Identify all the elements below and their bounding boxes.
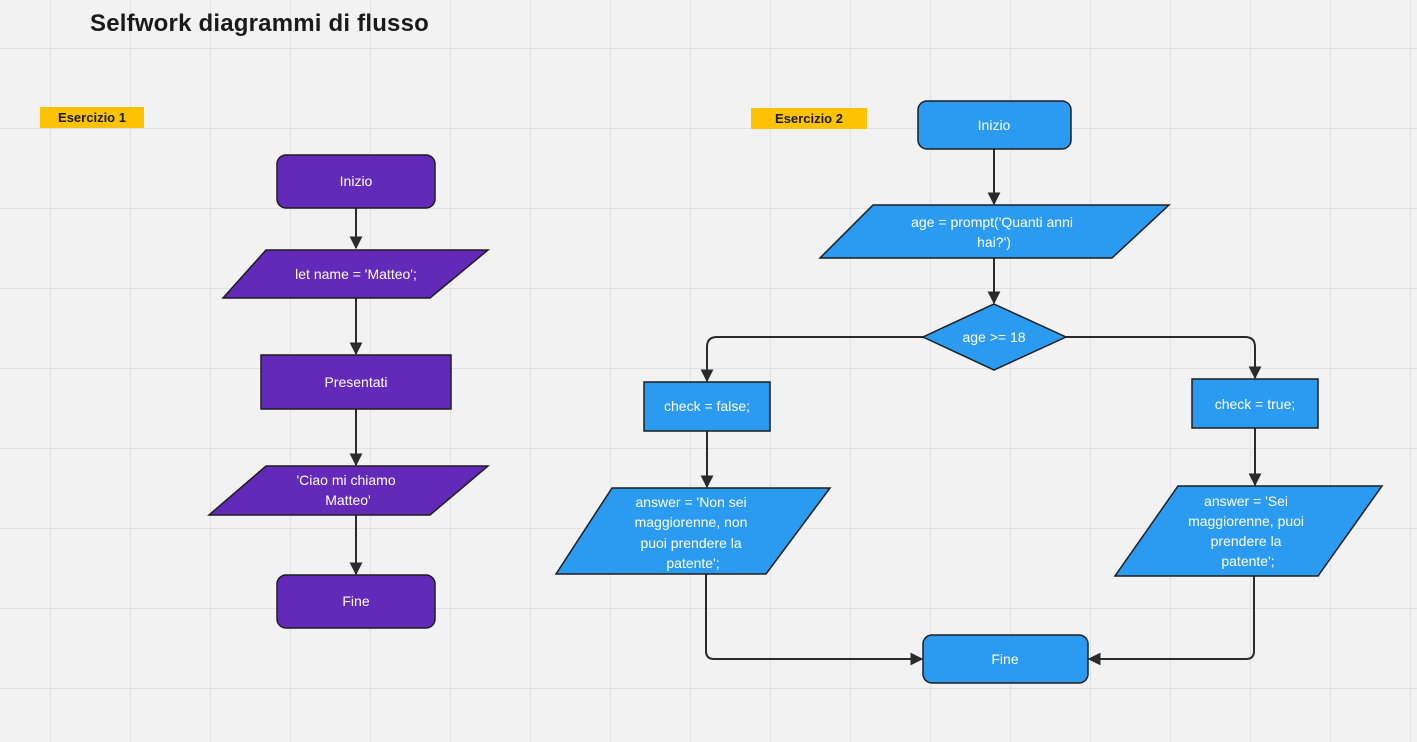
ex2-input-label: age = prompt('Quanti anni hai?')	[911, 214, 1077, 250]
ex2-start-label: Inizio	[978, 117, 1011, 133]
ex2-decision-label: age >= 18	[962, 329, 1025, 345]
ex2-input-node[interactable]: age = prompt('Quanti anni hai?')	[818, 204, 1171, 259]
ex2-answer-false-label: answer = 'Non sei maggiorenne, non puoi …	[635, 494, 752, 571]
ex1-output-label-line: 'Ciao mi chiamo	[296, 472, 395, 488]
ex2-answer-false-label-line: maggiorenne, non	[635, 514, 748, 530]
exercise-1-label[interactable]: Esercizio 1	[40, 107, 144, 128]
ex2-answer-false-node[interactable]: answer = 'Non sei maggiorenne, non puoi …	[554, 487, 832, 575]
ex2-answer-false-label-line: answer = 'Non sei	[635, 494, 746, 510]
exercise-2-connectors	[700, 149, 1262, 666]
ex2-answer-true-label-line: maggiorenne, puoi	[1188, 513, 1304, 529]
ex2-check-false-label: check = false;	[664, 398, 750, 414]
ex1-process-label: Presentati	[324, 374, 387, 390]
ex1-output-label-line: Matteo'	[325, 492, 370, 508]
ex2-input-label-line: age = prompt('Quanti anni	[911, 214, 1073, 230]
connector-ex2-answer-false-to-end	[705, 574, 924, 666]
ex2-decision-node[interactable]: age >= 18	[921, 303, 1068, 371]
ex1-end-node[interactable]: Fine	[276, 574, 436, 629]
ex2-answer-true-label-line: patente';	[1221, 553, 1274, 569]
connector-ex2-decision-to-true	[1066, 336, 1262, 380]
ex2-end-label: Fine	[991, 651, 1018, 667]
ex1-start-label: Inizio	[340, 173, 373, 189]
ex2-answer-true-label-line: answer = 'Sei	[1204, 493, 1288, 509]
ex2-answer-true-node[interactable]: answer = 'Sei maggiorenne, puoi prendere…	[1113, 485, 1384, 577]
connector-ex2-decision-to-false	[700, 336, 923, 383]
ex2-answer-true-label: answer = 'Sei maggiorenne, puoi prendere…	[1188, 493, 1308, 569]
ex1-end-label: Fine	[342, 593, 369, 609]
ex2-check-false-node[interactable]: check = false;	[643, 381, 771, 432]
ex2-start-node[interactable]: Inizio	[917, 100, 1072, 150]
ex1-process-node[interactable]: Presentati	[260, 354, 452, 410]
ex2-answer-false-label-line: patente';	[666, 555, 719, 571]
ex1-output-node[interactable]: 'Ciao mi chiamo Matteo'	[206, 465, 491, 516]
ex2-answer-true-label-line: prendere la	[1211, 533, 1282, 549]
ex2-check-true-node[interactable]: check = true;	[1191, 378, 1319, 429]
ex1-declare-label: let name = 'Matteo';	[295, 266, 417, 282]
ex2-check-true-label: check = true;	[1215, 396, 1296, 412]
connector-ex2-answer-true-to-end	[1087, 576, 1255, 666]
ex1-output-label: 'Ciao mi chiamo Matteo'	[296, 472, 399, 508]
board-title: Selfwork diagrammi di flusso	[90, 10, 430, 37]
ex2-input-label-line: hai?')	[977, 234, 1011, 250]
exercise-2-label[interactable]: Esercizio 2	[751, 108, 867, 129]
ex2-answer-false-label-line: puoi prendere la	[640, 535, 741, 551]
ex1-start-node[interactable]: Inizio	[276, 154, 436, 209]
ex2-end-node[interactable]: Fine	[922, 634, 1089, 684]
ex1-declare-node[interactable]: let name = 'Matteo';	[221, 249, 491, 299]
